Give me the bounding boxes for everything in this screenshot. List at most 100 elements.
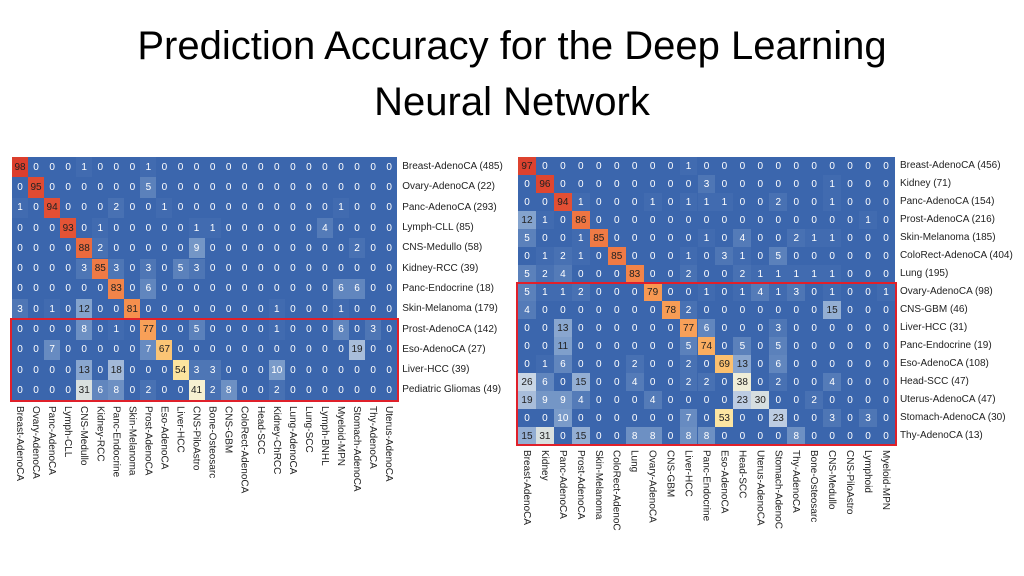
heatmap-cell: 0: [381, 278, 398, 300]
heatmap-cell: 0: [643, 229, 662, 247]
column-label: CNS-GBM: [222, 405, 234, 453]
heatmap-cell: 15: [571, 427, 590, 445]
heatmap-cell: 0: [204, 157, 221, 178]
heatmap-cell: 0: [751, 211, 770, 229]
heatmap-cell: 0: [349, 360, 366, 381]
heatmap-cell: 1: [188, 217, 205, 239]
heatmap-cell: 0: [625, 211, 644, 229]
heatmap-cell: 0: [877, 391, 895, 409]
heatmap-cell: 0: [823, 319, 842, 337]
heatmap-cell: 0: [204, 339, 221, 360]
heatmap-cell: 1: [769, 283, 788, 301]
heatmap-cell: 0: [787, 175, 806, 193]
heatmap-cell: 0: [518, 247, 536, 265]
heatmap-cell: 0: [787, 193, 806, 211]
heatmap-cell: 0: [841, 391, 860, 409]
heatmap-cell: 12: [76, 299, 93, 320]
slide-title-line-1: Prediction Accuracy for the Deep Learnin…: [137, 24, 887, 68]
heatmap-cell: 0: [643, 355, 662, 373]
heatmap-cell: 78: [661, 301, 680, 319]
heatmap-cell: 0: [333, 339, 350, 360]
heatmap-cell: 0: [607, 157, 626, 175]
heatmap-cell: 0: [625, 229, 644, 247]
heatmap-cell: 1: [156, 197, 173, 218]
heatmap-cell: 0: [220, 177, 237, 198]
heatmap-cell: 0: [661, 373, 680, 391]
heatmap-cell: 77: [140, 319, 157, 340]
heatmap-cell: 13: [76, 360, 93, 381]
heatmap-cell: 1: [697, 193, 716, 211]
heatmap-cell: 0: [333, 177, 350, 198]
heatmap-cell: 2: [787, 229, 806, 247]
heatmap-cell: 0: [252, 299, 269, 320]
heatmap-cell: 0: [172, 177, 189, 198]
heatmap-cell: 94: [553, 193, 572, 211]
heatmap-cell: 0: [841, 247, 860, 265]
heatmap-cell: 0: [252, 360, 269, 381]
heatmap-cell: 0: [316, 238, 333, 259]
heatmap-cell: 9: [535, 391, 554, 409]
heatmap-cell: 1: [859, 211, 877, 229]
heatmap-cell: 0: [607, 229, 626, 247]
heatmap-cell: 0: [805, 355, 824, 373]
heatmap-cell: 0: [12, 238, 29, 259]
heatmap-cell: 0: [60, 360, 77, 381]
heatmap-cell: 0: [571, 265, 590, 283]
column-label: Head-SCC: [254, 405, 266, 454]
heatmap-cell: 4: [643, 391, 662, 409]
heatmap-cell: 0: [365, 380, 382, 401]
heatmap-cell: 2: [140, 380, 157, 401]
heatmap-cell: 0: [316, 278, 333, 300]
heatmap-cell: 0: [92, 339, 109, 360]
heatmap-cell: 0: [589, 373, 608, 391]
heatmap-cell: 0: [76, 278, 93, 300]
heatmap-cell: 0: [715, 373, 734, 391]
heatmap-cell: 0: [733, 193, 752, 211]
heatmap-cell: 0: [769, 427, 788, 445]
heatmap-cell: 2: [349, 238, 366, 259]
heatmap-cell: 0: [661, 409, 680, 427]
heatmap-cell: 0: [643, 373, 662, 391]
heatmap-cell: 0: [553, 211, 572, 229]
heatmap-cell: 15: [518, 427, 536, 445]
heatmap-cell: 0: [553, 427, 572, 445]
row-label: Uterus-AdenoCA (47): [899, 394, 996, 405]
heatmap-cell: 0: [751, 193, 770, 211]
heatmap-cell: 2: [535, 265, 554, 283]
heatmap-cell: 0: [859, 283, 877, 301]
heatmap-cell: 6: [769, 355, 788, 373]
heatmap-cell: 0: [236, 380, 253, 401]
heatmap-cell: 13: [733, 355, 752, 373]
heatmap-cell: 0: [28, 278, 45, 300]
heatmap-cell: 2: [697, 373, 716, 391]
column-label: Ovary-AdenoCA: [646, 450, 658, 523]
heatmap-cell: 23: [769, 409, 788, 427]
heatmap-cell: 8: [787, 427, 806, 445]
heatmap-cell: 0: [859, 247, 877, 265]
heatmap-cell: 85: [607, 247, 626, 265]
heatmap-cell: 1: [679, 247, 698, 265]
heatmap-cell: 0: [220, 278, 237, 300]
heatmap-cell: 0: [124, 197, 141, 218]
heatmap-cell: 0: [204, 177, 221, 198]
heatmap-cell: 1: [268, 299, 285, 320]
heatmap-cell: 5: [172, 258, 189, 279]
heatmap-cell: 0: [28, 217, 45, 239]
heatmap-cell: 0: [535, 301, 554, 319]
heatmap-cell: 8: [679, 427, 698, 445]
heatmap-cell: 0: [859, 355, 877, 373]
heatmap-cell: 0: [571, 355, 590, 373]
heatmap-cell: 0: [589, 247, 608, 265]
heatmap-cell: 2: [268, 380, 285, 401]
heatmap-cell: 0: [733, 301, 752, 319]
heatmap-cell: 0: [625, 247, 644, 265]
heatmap-cell: 2: [553, 247, 572, 265]
heatmap-cell: 1: [697, 229, 716, 247]
heatmap-cell: 0: [805, 319, 824, 337]
column-label: Thy-AdenoCA: [790, 450, 802, 513]
heatmap-cell: 0: [333, 217, 350, 239]
heatmap-cell: 0: [172, 339, 189, 360]
heatmap-cell: 0: [697, 265, 716, 283]
heatmap-cell: 0: [589, 283, 608, 301]
heatmap-cell: 0: [607, 265, 626, 283]
